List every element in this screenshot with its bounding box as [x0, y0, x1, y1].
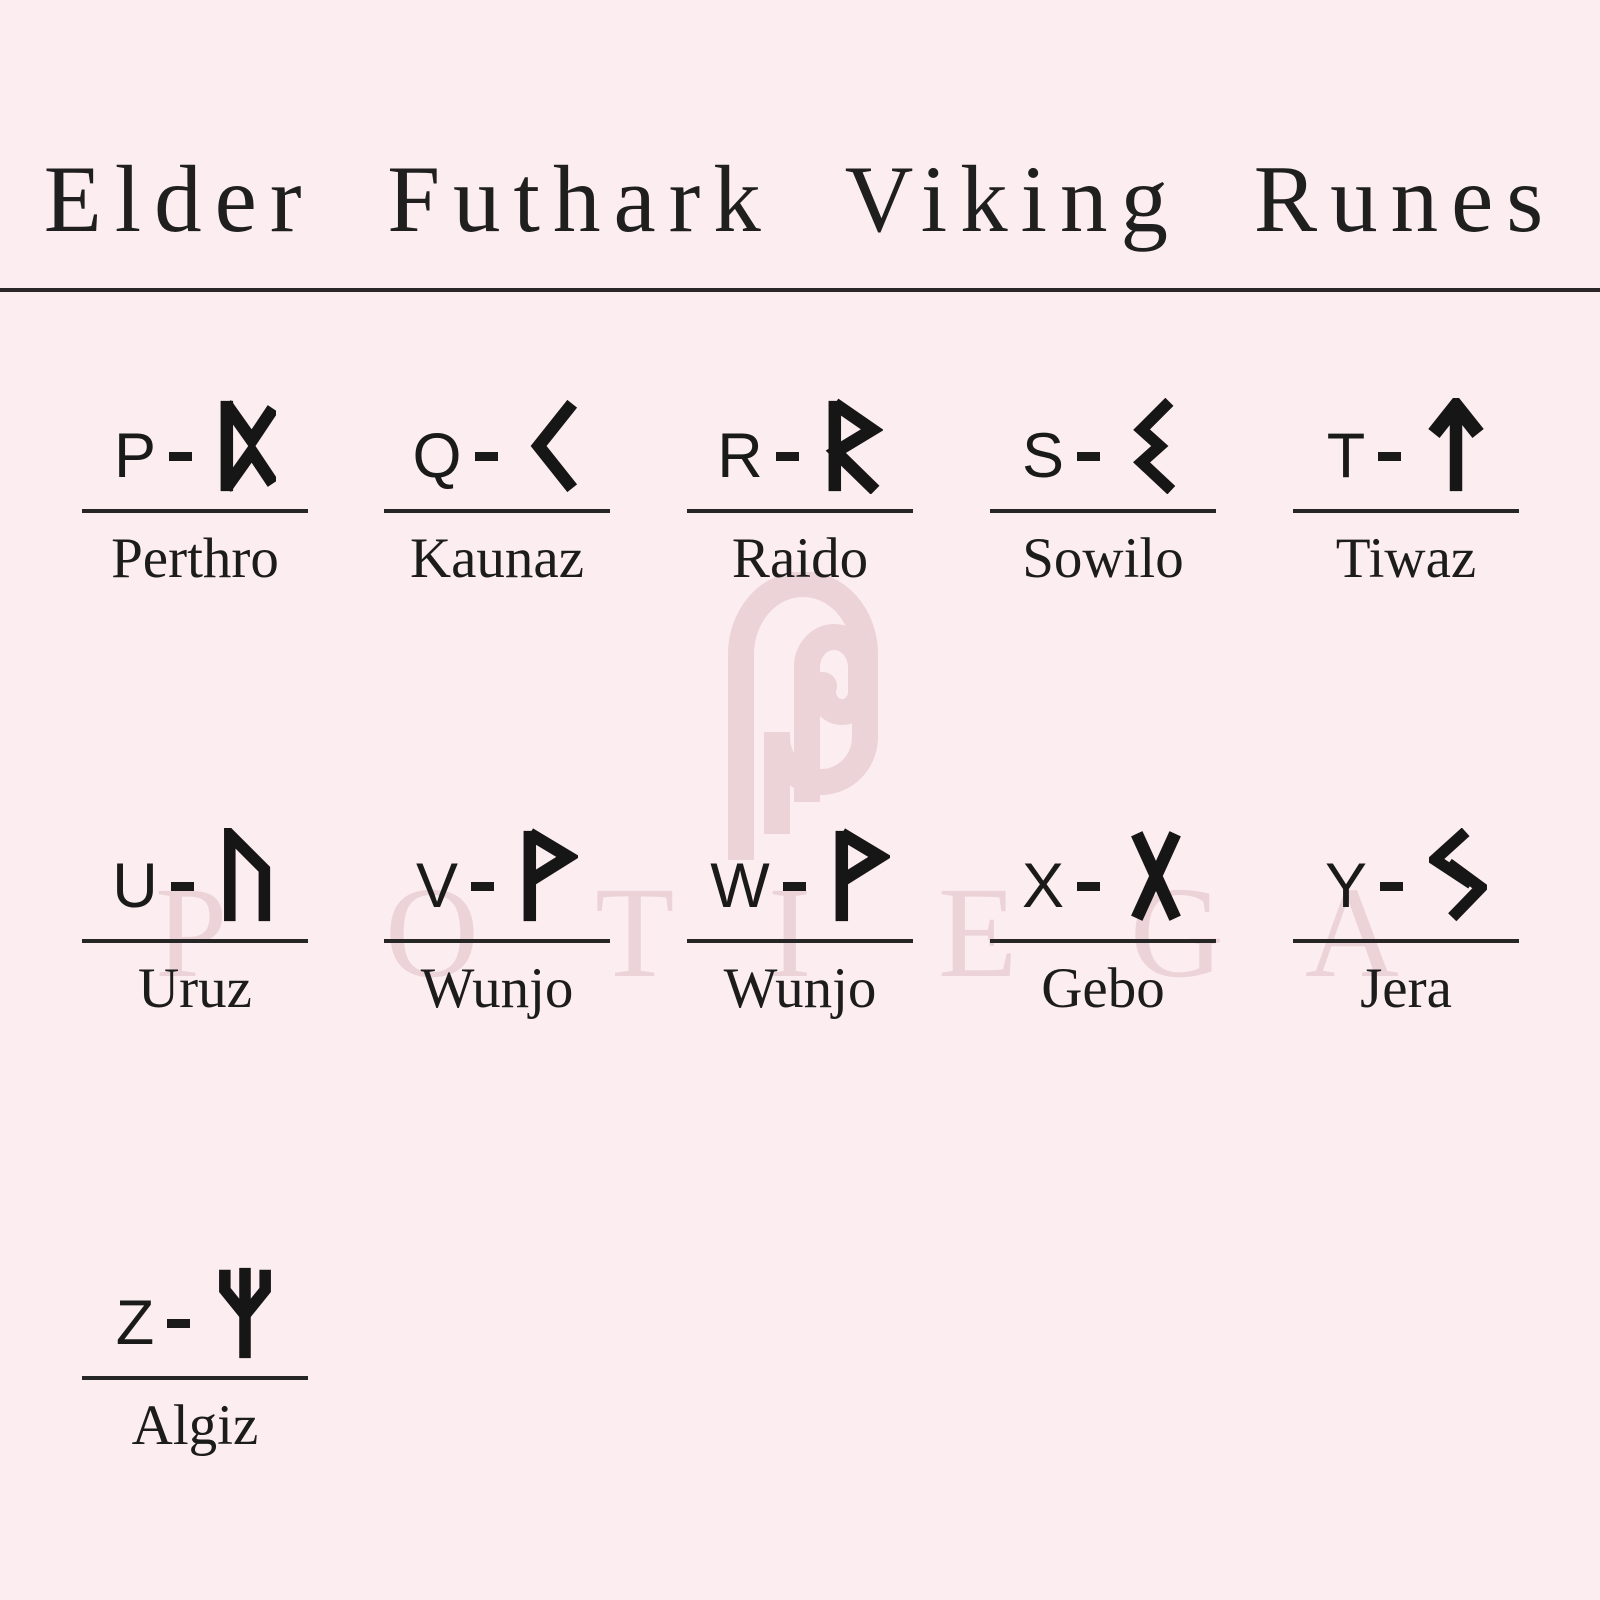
rune-name: Gebo: [1041, 957, 1165, 1020]
latin-letter: Z: [115, 1287, 155, 1358]
glyph-row: P: [45, 395, 345, 497]
rune-name: Jera: [1360, 957, 1452, 1020]
rune-name: Sowilo: [1022, 527, 1184, 590]
rune-raido-icon: [825, 398, 883, 494]
rune-name: Perthro: [111, 527, 279, 590]
glyph-row: Y: [1256, 825, 1556, 927]
watermark-letter: O: [385, 861, 479, 1005]
hyphen-separator: [471, 881, 495, 891]
latin-letter: R: [717, 420, 763, 491]
rune-kaunaz-icon: [530, 399, 577, 493]
rune-entry-sowilo: S Sowilo: [953, 395, 1253, 594]
glyph-row: S: [953, 395, 1253, 497]
rune-entry-jera: Y Jera: [1256, 825, 1556, 1024]
glyph-row: T: [1256, 395, 1556, 497]
rune-tiwaz-icon: [1428, 398, 1484, 492]
latin-letter: U: [112, 850, 158, 921]
rune-entry-tiwaz: T Tiwaz: [1256, 395, 1556, 594]
rune-entry-wunjo: W Wunjo: [650, 825, 950, 1024]
hyphen-separator: [775, 451, 799, 461]
rune-underline: [384, 939, 610, 943]
rune-wunjo-icon: [523, 828, 579, 922]
rune-wunjo-icon: [835, 828, 890, 922]
hyphen-separator: [1378, 451, 1402, 461]
rune-name: Wunjo: [420, 957, 574, 1020]
hyphen-separator: [474, 451, 498, 461]
rune-underline: [82, 1376, 308, 1380]
glyph-row: Z: [45, 1262, 345, 1364]
glyph-row: W: [650, 825, 950, 927]
glyph-row: X: [953, 825, 1253, 927]
latin-letter: S: [1021, 420, 1065, 491]
hyphen-separator: [1380, 881, 1404, 891]
rune-underline: [384, 509, 610, 513]
hyphen-separator: [170, 881, 194, 891]
rune-entry-algiz: Z Algiz: [45, 1262, 345, 1461]
latin-letter: W: [710, 850, 770, 921]
glyph-row: Q: [347, 395, 647, 497]
rune-entry-gebo: X Gebo: [953, 825, 1253, 1024]
latin-letter: Q: [412, 420, 462, 491]
glyph-row: R: [650, 395, 950, 497]
rune-underline: [687, 939, 913, 943]
rune-uruz-icon: [223, 828, 270, 922]
rune-underline: [1293, 939, 1519, 943]
hyphen-separator: [782, 881, 806, 891]
watermark-letter: T: [595, 861, 675, 1005]
rune-name: Algiz: [131, 1394, 259, 1457]
latin-letter: P: [113, 420, 157, 491]
page-title: Elder Futhark Viking Runes: [43, 146, 1557, 252]
rune-entry-raido: R Raido: [650, 395, 950, 594]
rune-underline: [990, 939, 1216, 943]
rune-name: Raido: [731, 527, 869, 590]
glyph-row: U: [45, 825, 345, 927]
rune-name: Wunjo: [723, 957, 877, 1020]
glyph-row: V: [347, 825, 647, 927]
hyphen-separator: [167, 1318, 191, 1328]
rune-perthro-icon: [220, 400, 277, 492]
brand-spiral-p-logo-icon: [728, 572, 878, 860]
rune-underline: [82, 939, 308, 943]
rune-underline: [82, 509, 308, 513]
rune-entry-wunjo: V Wunjo: [347, 825, 647, 1024]
rune-entry-perthro: P Perthro: [45, 395, 345, 594]
rune-underline: [687, 509, 913, 513]
rune-algiz-icon: [219, 1267, 272, 1359]
latin-letter: V: [415, 850, 459, 921]
rune-entry-uruz: U Uruz: [45, 825, 345, 1024]
rune-name: Kaunaz: [409, 527, 585, 590]
rune-underline: [990, 509, 1216, 513]
watermark-letter: E: [938, 861, 1018, 1005]
rune-name: Tiwaz: [1335, 527, 1477, 590]
latin-letter: Y: [1324, 850, 1368, 921]
latin-letter: T: [1326, 420, 1366, 491]
hyphen-separator: [1077, 451, 1101, 461]
rune-underline: [1293, 509, 1519, 513]
header-divider: [0, 288, 1600, 292]
hyphen-separator: [1077, 881, 1101, 891]
rune-gebo-icon: [1131, 831, 1181, 921]
rune-sowilo-icon: [1133, 398, 1176, 494]
latin-letter: X: [1021, 850, 1065, 921]
rune-jera-icon: [1429, 828, 1488, 922]
rune-name: Uruz: [138, 957, 252, 1020]
rune-entry-kaunaz: Q Kaunaz: [347, 395, 647, 594]
hyphen-separator: [169, 451, 193, 461]
